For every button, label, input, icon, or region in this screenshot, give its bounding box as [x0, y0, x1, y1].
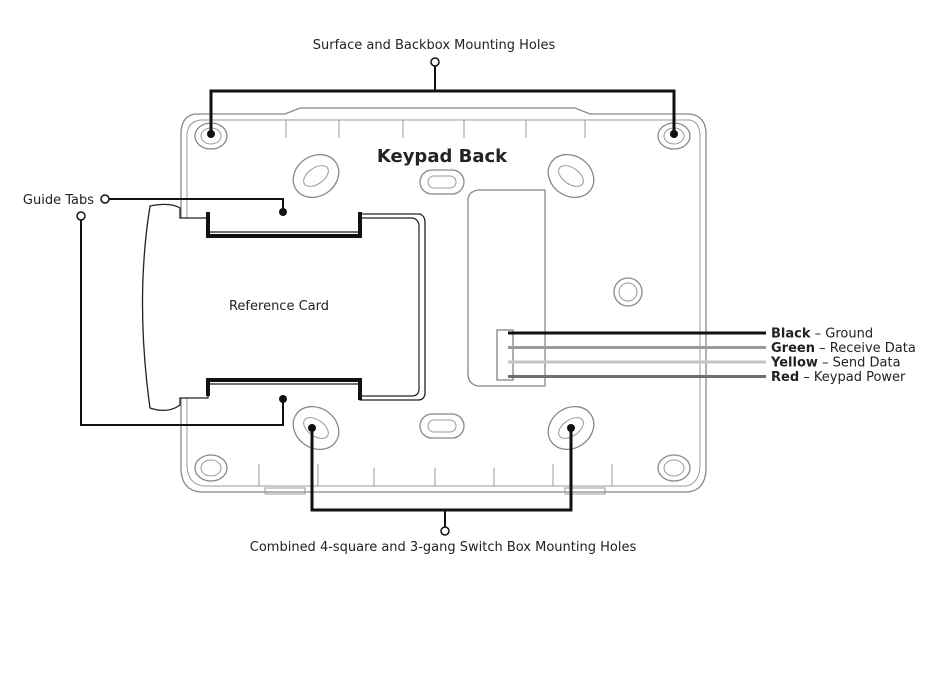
wire-label-red: Red – Keypad Power [771, 370, 906, 385]
callout-guide-tabs: Guide Tabs [23, 193, 94, 208]
wire-description: – Ground [811, 327, 874, 342]
bottom-callout-leader [308, 424, 575, 535]
wire-description: – Receive Data [815, 341, 916, 356]
wire-color-name: Black [771, 327, 811, 342]
reference-card-label: Reference Card [229, 299, 329, 314]
wire-label-black: Black – Ground [771, 327, 873, 342]
wire-color-name: Green [771, 341, 815, 356]
wire-color-name: Red [771, 370, 799, 385]
connector-housing [468, 190, 545, 386]
wire-color-name: Yellow [770, 356, 818, 371]
top-callout-leader [207, 58, 678, 138]
wire-label-green: Green – Receive Data [771, 341, 916, 356]
wire-description: – Send Data [818, 356, 901, 371]
callout-switch-box-holes: Combined 4-square and 3-gang Switch Box … [250, 540, 637, 555]
wire-description: – Keypad Power [799, 370, 906, 385]
diagram-title: Keypad Back [377, 146, 508, 167]
wire-label-yellow: Yellow – Send Data [770, 356, 901, 371]
callout-mounting-holes: Surface and Backbox Mounting Holes [313, 38, 556, 53]
